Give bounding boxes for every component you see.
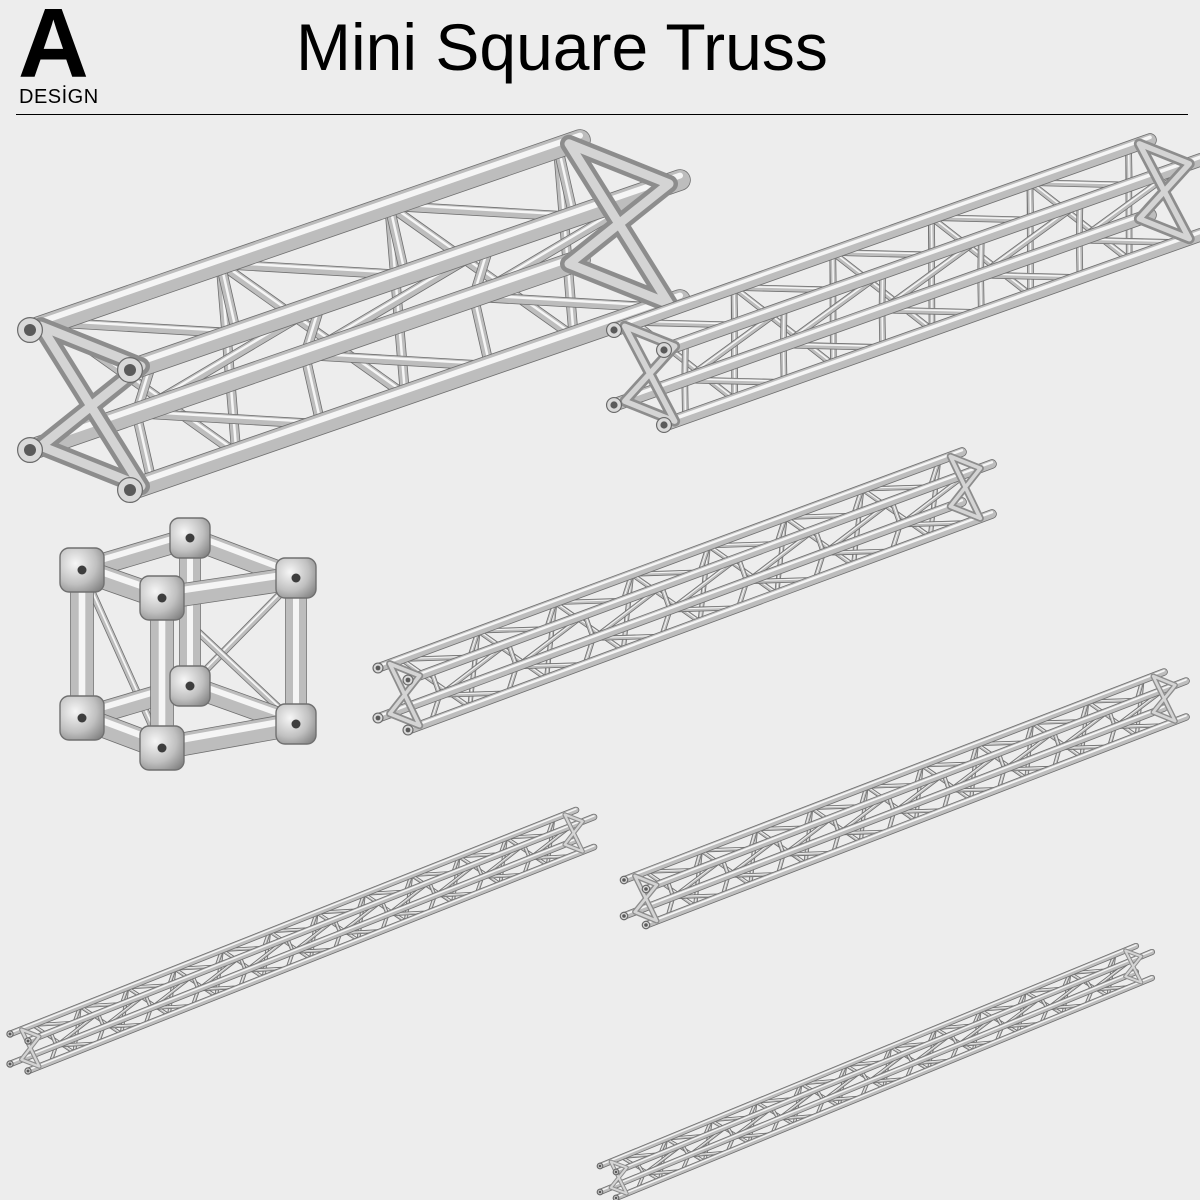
header-divider: [16, 114, 1188, 115]
header: A DESİGN Mini Square Truss: [0, 0, 1200, 120]
truss-segment-long-left: [6, 806, 598, 1075]
truss-segment-bottom: [596, 942, 1156, 1200]
truss-segment-middle: [372, 447, 997, 736]
truss-segment-medium: [605, 133, 1200, 434]
truss-corner-cube: [59, 517, 317, 771]
truss-segment-lower-right: [619, 668, 1190, 930]
logo-text: DESİGN: [19, 86, 99, 108]
a-design-logo: A DESİGN: [18, 0, 118, 112]
page-title: Mini Square Truss: [296, 10, 828, 84]
truss-segment-large: [17, 129, 691, 504]
logo-letter: A: [18, 0, 89, 98]
